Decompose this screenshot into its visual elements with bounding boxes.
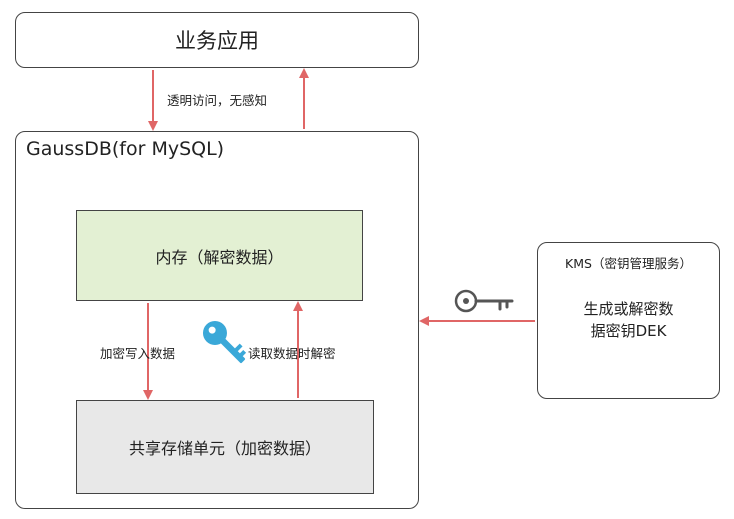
decrypt-read-label: 读取数据时解密 [248,346,336,361]
gaussdb-title: GaussDB(for MySQL) [26,138,225,160]
kms-description-line1: 生成或解密数 [583,300,674,318]
kms-box: KMS（密钥管理服务） 生成或解密数 据密钥DEK [537,242,720,399]
shared-storage-label: 共享存储单元（加密数据） [128,439,321,458]
memory-label: 内存（解密数据） [155,247,284,267]
business-app-label: 业务应用 [175,29,259,53]
encrypt-write-label: 加密写入数据 [100,346,176,361]
business-app-box: 业务应用 [15,12,419,68]
kms-description-line2: 据密钥DEK [590,322,667,340]
transparent-access-label: 透明访问，无感知 [167,93,268,108]
kms-description: 生成或解密数 据密钥DEK [538,298,719,342]
blue-key-icon [202,320,247,364]
shared-storage-box: 共享存储单元（加密数据） [76,400,374,494]
gray-key-icon [454,289,514,313]
kms-title: KMS（密钥管理服务） [565,256,692,271]
memory-box: 内存（解密数据） [76,210,363,301]
gaussdb-container: GaussDB(for MySQL) [15,131,419,509]
